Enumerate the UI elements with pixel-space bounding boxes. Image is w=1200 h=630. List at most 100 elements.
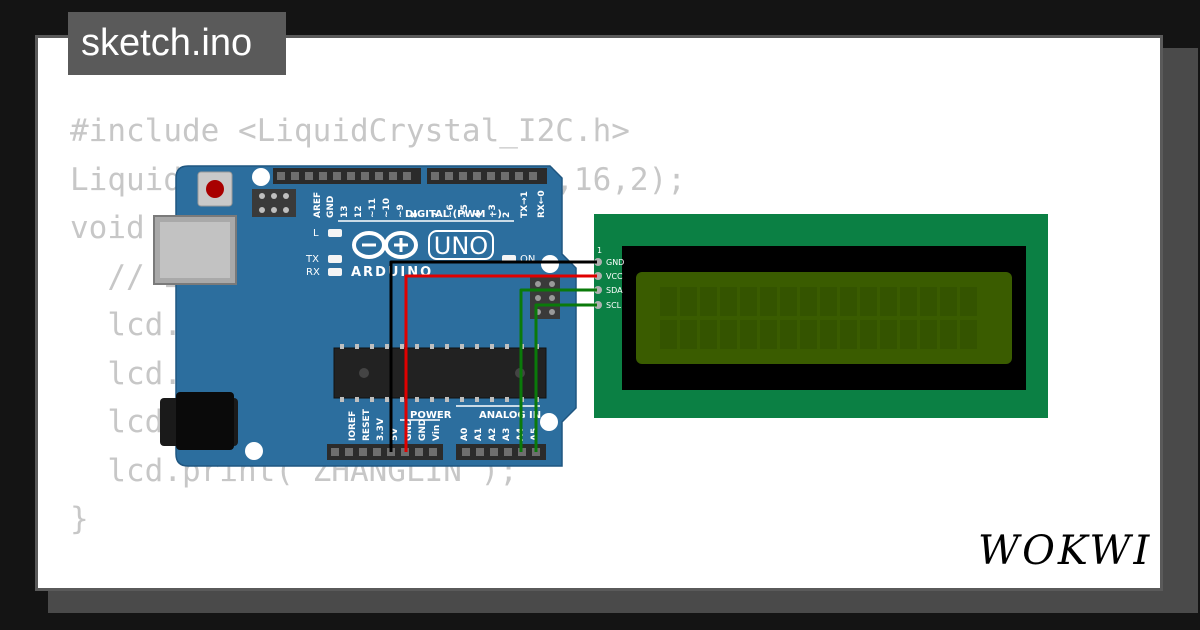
lcd-pin-vcc[interactable] xyxy=(594,272,602,280)
lcd-char-cell xyxy=(720,287,737,316)
pin-label: GND xyxy=(404,419,414,441)
lcd-char-cell xyxy=(760,287,777,316)
led-label-l: L xyxy=(313,228,319,239)
lcd-char-cell xyxy=(880,320,897,349)
lcd-char-cell xyxy=(900,320,917,349)
pin-label: GND xyxy=(326,196,336,218)
lcd-char-cell xyxy=(840,320,857,349)
pin-label: GND xyxy=(418,419,428,441)
pin-label: IOREF xyxy=(348,411,358,441)
lcd-char-cell xyxy=(780,287,797,316)
lcd-char-cell xyxy=(840,287,857,316)
pin-label: A2 xyxy=(488,428,498,441)
lcd-char-cell xyxy=(940,320,957,349)
reset-button-cap[interactable] xyxy=(206,180,224,198)
power-header xyxy=(327,444,443,460)
led-l xyxy=(328,229,342,237)
lcd-screen xyxy=(636,272,1012,364)
led-label-on: ON xyxy=(520,254,535,265)
uno-badge xyxy=(428,230,494,260)
power-header-label: POWER xyxy=(410,410,452,421)
lcd-char-cell xyxy=(780,320,797,349)
lcd-char-cell xyxy=(740,287,757,316)
lcd-char-cell xyxy=(920,320,937,349)
lcd-char-cell xyxy=(880,287,897,316)
pin-label: ~9 xyxy=(396,204,406,218)
led-label-tx: TX xyxy=(305,254,319,265)
lcd-char-cell xyxy=(760,320,777,349)
lcd-pin-label-scl: SCL xyxy=(606,301,622,310)
led-label-rx: RX xyxy=(306,267,320,278)
atmega-chip xyxy=(333,347,547,399)
arduino-logo xyxy=(352,231,418,259)
lcd-char-cell xyxy=(820,287,837,316)
lcd-char-cell xyxy=(680,287,697,316)
pin-label: 7 xyxy=(432,212,442,218)
sda-wire[interactable] xyxy=(519,288,597,452)
pin-label: 13 xyxy=(340,205,350,218)
lcd-char-cell xyxy=(820,320,837,349)
lcd-char-cell xyxy=(900,287,917,316)
digital-header-label: DIGITAL (PWM ~) xyxy=(405,209,502,220)
lcd-char-cell xyxy=(660,287,677,316)
pin-label: ~3 xyxy=(488,204,498,218)
mounting-hole xyxy=(541,255,559,273)
pin-label: AREF xyxy=(313,192,323,218)
pin-label: 5V xyxy=(390,428,400,441)
pin-label: ~11 xyxy=(368,198,378,218)
led-tx xyxy=(328,255,342,263)
analog-header-label: ANALOG IN xyxy=(479,410,541,421)
lcd-1602-i2c[interactable]: 1 GND VCC SDA SCL xyxy=(594,214,1048,418)
pin-label: A1 xyxy=(474,428,484,441)
mounting-hole xyxy=(252,168,270,186)
lcd-pin-label-gnd: GND xyxy=(606,258,624,267)
pin-label: A3 xyxy=(502,428,512,441)
pin-label: ~5 xyxy=(460,204,470,218)
led-rx xyxy=(328,268,342,276)
lcd-pin-one-marker: 1 xyxy=(597,246,602,255)
pin-label: 3.3V xyxy=(376,418,386,441)
pin-label: 2 xyxy=(502,212,512,218)
lcd-char-cell xyxy=(700,320,717,349)
pin-label: 4 xyxy=(474,212,484,218)
pin-label: ~10 xyxy=(382,198,392,218)
lcd-char-cell xyxy=(680,320,697,349)
pin-label: RESET xyxy=(362,408,372,441)
scl-wire[interactable] xyxy=(534,303,597,452)
lcd-char-cell xyxy=(860,287,877,316)
wokwi-logo: WOKWI xyxy=(978,528,1152,574)
lcd-pin-label-vcc: VCC xyxy=(606,272,623,281)
pin-label: ~6 xyxy=(446,204,456,218)
lcd-char-cell xyxy=(860,320,877,349)
vcc-wire[interactable] xyxy=(404,274,597,452)
wiring xyxy=(389,260,597,452)
lcd-char-cell xyxy=(700,287,717,316)
lcd-char-cell xyxy=(940,287,957,316)
lcd-char-cell xyxy=(800,287,817,316)
pin-label: Vin xyxy=(432,425,442,441)
lcd-pin-scl[interactable] xyxy=(594,301,602,309)
usb-port-inner xyxy=(160,222,230,278)
lcd-char-cell xyxy=(960,320,977,349)
pin-label: A0 xyxy=(460,428,470,441)
lcd-char-cell xyxy=(800,320,817,349)
lcd-pin-sda[interactable] xyxy=(594,286,602,294)
gnd-wire[interactable] xyxy=(389,260,597,452)
lcd-pin-gnd[interactable] xyxy=(594,258,602,266)
lcd-pin-label-sda: SDA xyxy=(606,286,623,295)
project-filename: sketch.ino xyxy=(68,12,286,75)
mounting-hole xyxy=(540,413,558,431)
arduino-uno-board[interactable]: AREF GND 13 12 ~11 ~10 ~9 8 7 ~6 ~5 4 ~3… xyxy=(153,165,577,467)
board-model: UNO xyxy=(434,232,488,260)
lcd-character-grid xyxy=(660,287,977,349)
lcd-char-cell xyxy=(660,320,677,349)
lcd-char-cell xyxy=(720,320,737,349)
lcd-char-cell xyxy=(740,320,757,349)
wokwi-logo-text: WOKWI xyxy=(978,528,1152,574)
lcd-char-cell xyxy=(960,287,977,316)
pin-label: TX→1 xyxy=(520,191,530,218)
mounting-hole xyxy=(245,442,263,460)
power-jack-body xyxy=(176,392,234,450)
pin-label: 12 xyxy=(354,205,364,218)
